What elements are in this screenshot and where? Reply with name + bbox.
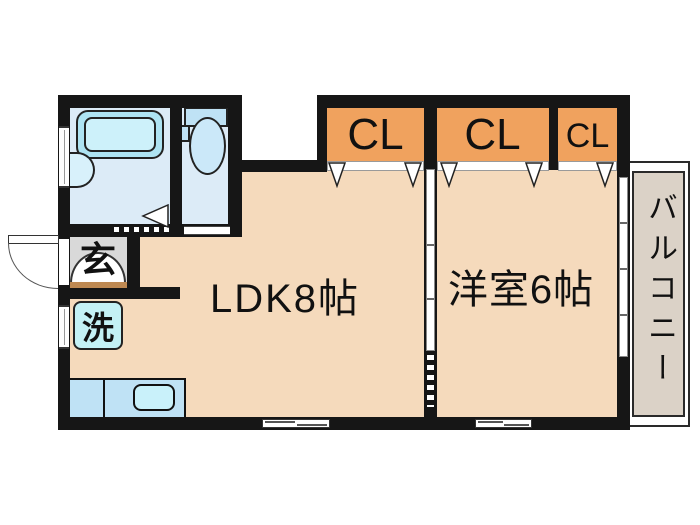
- bathroom-door-swing-icon: [141, 204, 169, 229]
- closet-door-swing-icon: [525, 162, 543, 188]
- entrance-right-wall: [127, 233, 140, 293]
- closet-door-swing-icon: [404, 162, 422, 188]
- south-window-1-icon: [262, 419, 330, 428]
- ldk-top-wall: [237, 160, 327, 172]
- closet-1-label: CL: [347, 110, 404, 159]
- counter-divider: [103, 380, 105, 417]
- closet-door-swing-icon: [596, 162, 614, 188]
- ldk-label: LDK8帖: [209, 277, 361, 321]
- partition-dashed-boundary: [427, 355, 434, 407]
- closet-3-floor: [556, 106, 619, 166]
- balcony-label: バルコニー: [643, 192, 676, 392]
- bathtub-inner: [84, 117, 156, 152]
- balcony-window-icon: [619, 177, 628, 357]
- entrance-step: [70, 282, 127, 288]
- laundry-label: 洗: [81, 309, 114, 346]
- washing-machine-icon: [73, 301, 123, 350]
- closet-row-left-wall: [317, 95, 327, 170]
- bathroom-threshold-dashes: [114, 227, 172, 232]
- entrance-label: 玄: [79, 239, 116, 280]
- bathroom-wall-top: [58, 95, 242, 108]
- closet-2-floor: [434, 106, 551, 166]
- washbasin-icon: [70, 152, 95, 188]
- entrance-bottom-wall: [64, 287, 180, 299]
- closet-2-label: CL: [464, 110, 521, 159]
- south-window-2-icon: [475, 419, 532, 428]
- bathroom-wall-right: [228, 95, 242, 237]
- closet-divider-wall: [549, 95, 558, 170]
- closet-3-label: CL: [565, 116, 610, 155]
- bathroom-toilet-divider-wall: [170, 95, 182, 229]
- toilet-door-threshold: [184, 226, 230, 235]
- entrance-door-arc-icon: [8, 243, 58, 289]
- closet-3-door: [558, 161, 617, 171]
- bathroom-window-icon: [59, 126, 69, 188]
- south-exterior-wall: [58, 417, 630, 430]
- closet-door-swing-icon: [440, 162, 458, 188]
- laundry-window-icon: [59, 305, 69, 349]
- sink-icon: [133, 384, 175, 411]
- closet-2-door: [437, 161, 549, 171]
- entrance-door-opening: [59, 239, 69, 285]
- closet-1-floor: [325, 106, 426, 166]
- closet-1-door: [327, 161, 424, 171]
- toilet-icon: [189, 117, 226, 175]
- western-room-label: 洋室6帖: [447, 268, 595, 312]
- closet-row-top-wall: [317, 95, 630, 108]
- balcony-floor: [632, 171, 685, 417]
- partition-sliding-door: [426, 169, 435, 351]
- closet-door-swing-icon: [328, 162, 346, 188]
